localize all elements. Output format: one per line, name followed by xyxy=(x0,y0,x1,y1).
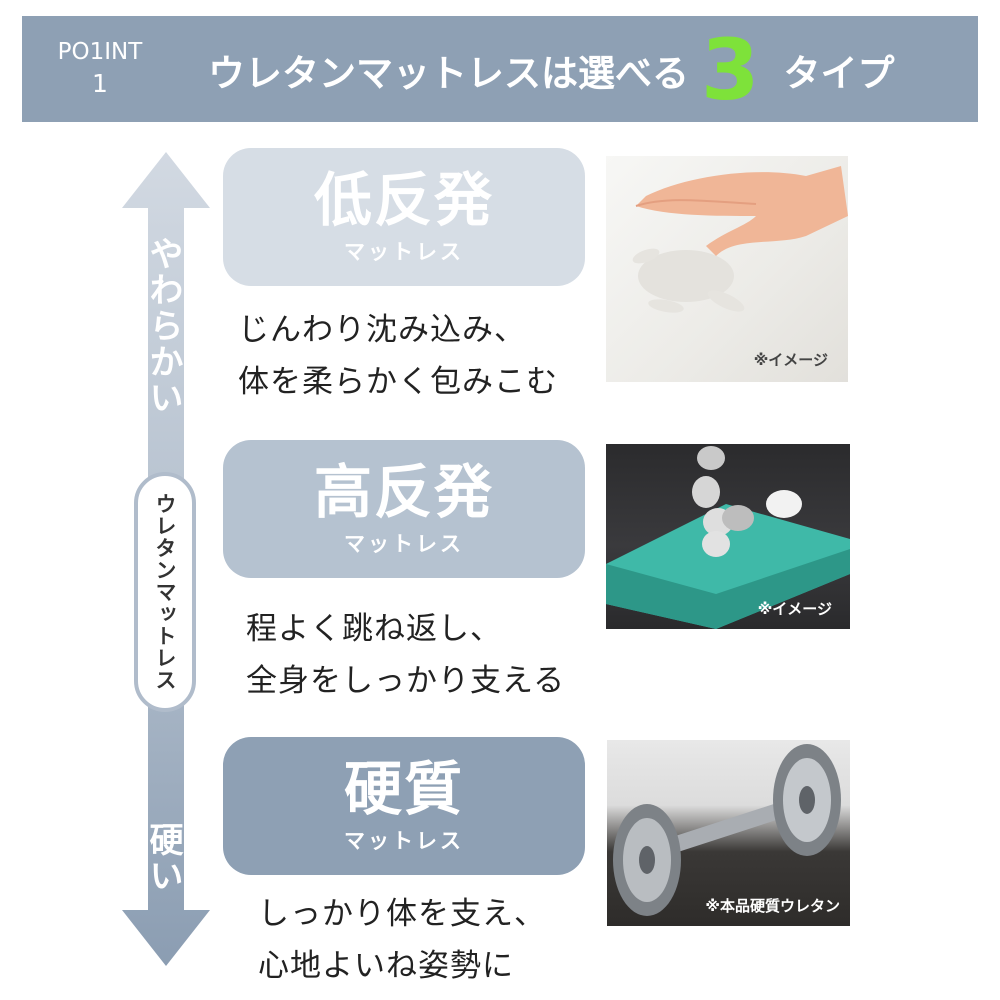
desc-line: じんわり沈み込み、 xyxy=(238,312,526,348)
point-badge: PO1INT 1 xyxy=(50,36,150,100)
photo-eggs-foam: ※イメージ xyxy=(606,444,850,629)
type-description-hard: しっかり体を支え、 心地よいね姿勢に xyxy=(258,888,546,992)
axis-label-urethane: ウレタンマットレス xyxy=(153,493,177,691)
title-suffix: タイプ xyxy=(783,52,895,95)
photo-caption: ※本品硬質ウレタン xyxy=(705,897,840,915)
axis-label-pill: ウレタンマットレス xyxy=(134,472,196,712)
type-box-hard: 硬質 マットレス xyxy=(223,737,585,875)
type-name: 硬質 xyxy=(343,755,464,823)
photo-dumbbell: ※本品硬質ウレタン xyxy=(607,740,850,926)
bouncing-eggs-illustration xyxy=(606,446,850,629)
page-title: ウレタンマットレスは選べる 3 タイプ xyxy=(208,28,894,112)
axis-label-soft: やわらかい xyxy=(143,236,183,416)
axis-label-hard: 硬い xyxy=(143,822,183,894)
type-description-high: 程よく跳ね返し、 全身をしっかり支える xyxy=(246,603,565,707)
desc-line: しっかり体を支え、 xyxy=(258,896,546,932)
photo-caption: ※イメージ xyxy=(757,600,832,618)
type-sub: マットレス xyxy=(344,532,464,556)
title-number: 3 xyxy=(701,21,760,119)
point-label: PO1INT xyxy=(57,39,143,65)
desc-line: 全身をしっかり支える xyxy=(246,663,566,699)
title-text: ウレタンマットレスは選べる xyxy=(208,52,689,95)
type-box-low-resilience: 低反発 マットレス xyxy=(223,148,585,286)
desc-line: 程よく跳ね返し、 xyxy=(246,611,502,647)
photo-hand-foam: ※イメージ xyxy=(606,156,848,382)
type-description-low: じんわり沈み込み、 体を柔らかく包みこむ xyxy=(238,304,558,408)
point-number: 1 xyxy=(92,69,108,98)
hand-print-illustration xyxy=(632,166,848,313)
photo-caption: ※イメージ xyxy=(753,351,828,369)
type-sub: マットレス xyxy=(344,240,464,264)
type-name: 低反発 xyxy=(313,166,494,234)
type-box-high-resilience: 高反発 マットレス xyxy=(223,440,585,578)
type-sub: マットレス xyxy=(344,829,464,853)
desc-line: 心地よいね姿勢に xyxy=(258,948,514,984)
desc-line: 体を柔らかく包みこむ xyxy=(238,364,558,400)
type-name: 高反発 xyxy=(313,458,494,526)
header-bar: PO1INT 1 ウレタンマットレスは選べる 3 タイプ xyxy=(22,16,978,122)
dumbbell-illustration xyxy=(613,744,841,916)
